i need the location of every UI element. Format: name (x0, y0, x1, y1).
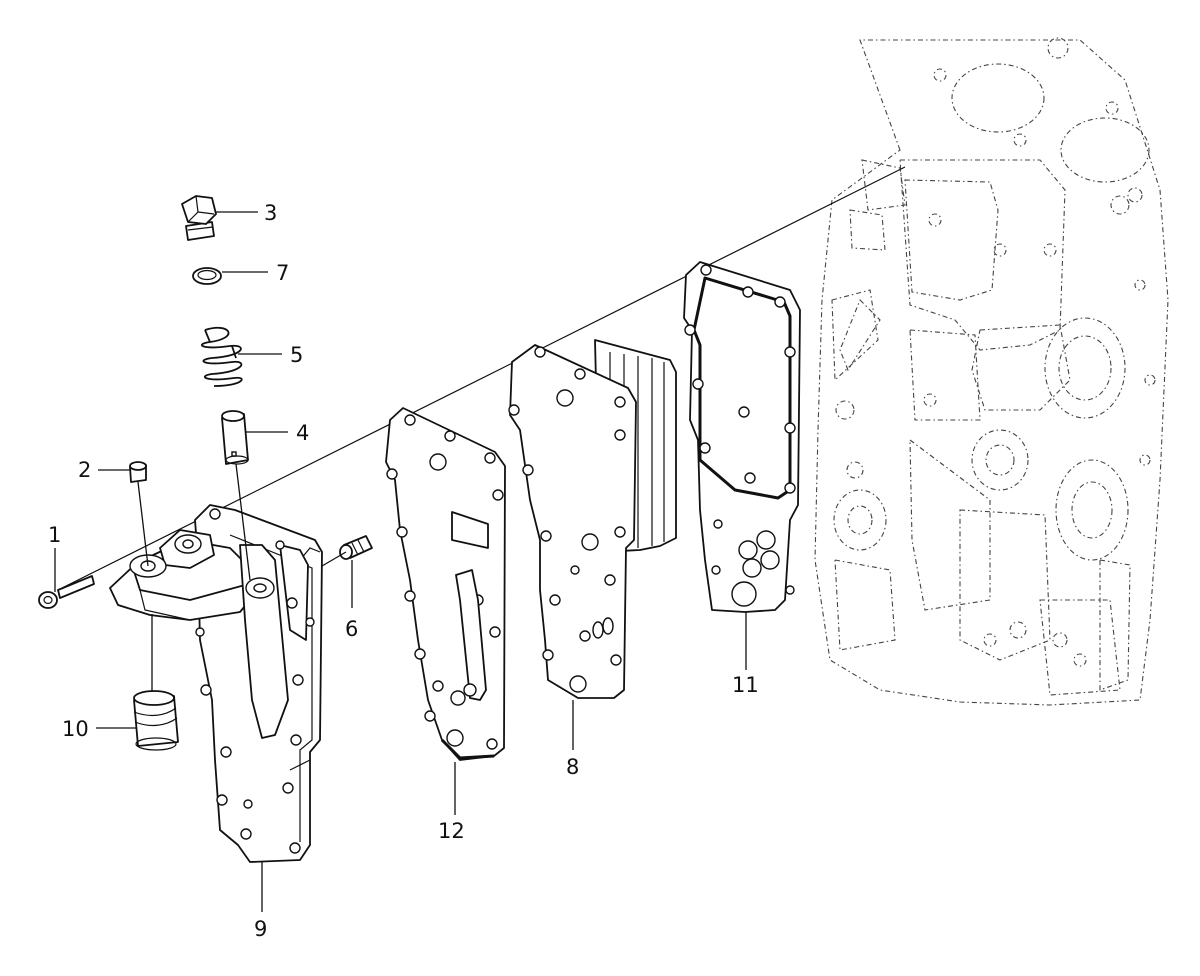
part-8-oil-cooler (508, 339, 677, 699)
part-2-plug (129, 461, 147, 483)
engine-block (814, 37, 1169, 706)
callout-3: 3 (264, 201, 277, 225)
part-12-gasket (385, 407, 506, 761)
callout-11: 11 (732, 673, 759, 697)
callout-labels: 1 2 3 4 5 6 7 8 9 10 11 12 (48, 201, 759, 941)
callout-2: 2 (78, 458, 91, 482)
callout-4: 4 (296, 421, 309, 445)
part-7-o-ring (192, 267, 222, 285)
part-3-plug (181, 195, 217, 241)
callout-12: 12 (438, 819, 465, 843)
assembly-guide-lines (137, 463, 347, 692)
part-4-valve (221, 410, 249, 465)
part-1-bolt (38, 575, 95, 609)
part-10-filter-cartridge (133, 690, 179, 751)
leader-lines (54, 211, 747, 912)
part-11-gasket (683, 261, 801, 613)
callout-7: 7 (276, 261, 289, 285)
part-9-filter-head (109, 504, 323, 863)
callout-1: 1 (48, 523, 61, 547)
callout-8: 8 (566, 755, 579, 779)
callout-9: 9 (254, 917, 267, 941)
callout-10: 10 (62, 717, 89, 741)
callout-5: 5 (290, 343, 303, 367)
part-6-plug (339, 535, 373, 560)
part-5-spring (200, 326, 243, 387)
callout-6: 6 (345, 617, 358, 641)
